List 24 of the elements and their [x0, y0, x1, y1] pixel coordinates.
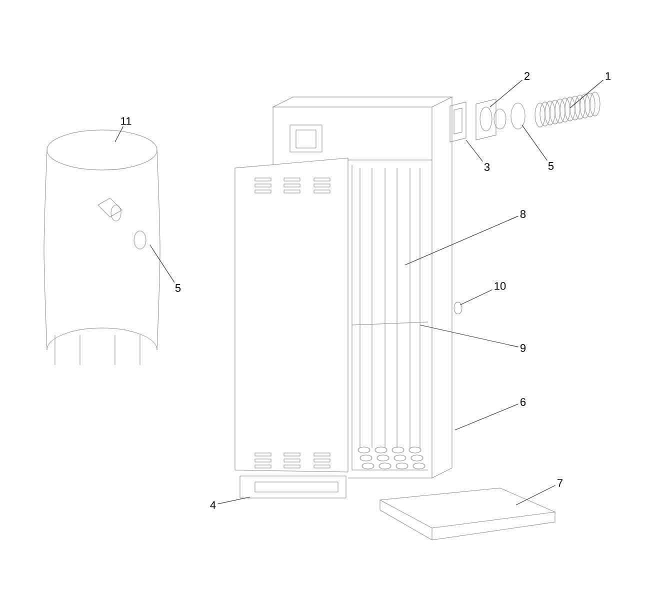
callout-number: 4: [210, 501, 216, 509]
callout-number: 2: [524, 72, 530, 80]
leader-line: [404, 216, 519, 266]
leader-line: [217, 496, 250, 504]
callout-number: 10: [494, 282, 506, 290]
callout-number: 8: [520, 210, 526, 218]
callout-number: 1: [606, 72, 611, 80]
callout-number: 3: [484, 163, 490, 171]
leader-line: [460, 289, 492, 306]
callout-number: 5: [175, 284, 181, 292]
callout-number: 5: [548, 162, 554, 170]
callout-number: 9: [520, 344, 526, 352]
leader-line: [490, 80, 523, 108]
leader-line: [466, 140, 483, 162]
callout-number: 11: [121, 117, 132, 125]
leader-line: [150, 244, 175, 283]
leader-line: [420, 324, 519, 348]
leader-line: [454, 404, 519, 430]
leader-line: [522, 124, 548, 161]
leader-line: [570, 80, 604, 108]
callout-number: 6: [520, 398, 526, 406]
leader-line: [114, 126, 124, 142]
leader-line: [516, 485, 556, 506]
callout-number: 7: [558, 479, 563, 487]
